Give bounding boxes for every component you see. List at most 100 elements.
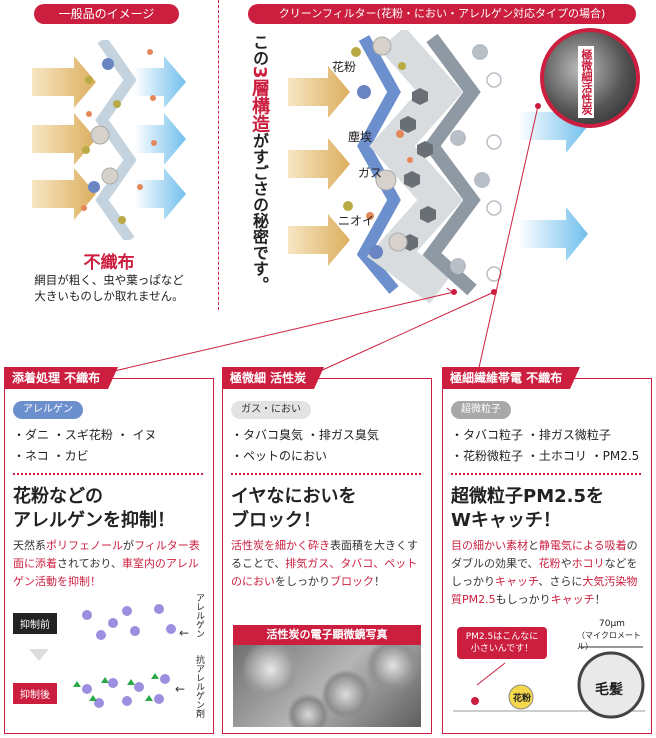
carbon-microscope-photo [233,645,421,727]
body-segment: ブロック [330,575,374,588]
body-segment: もしっかり [495,593,551,606]
particle-size-comparison [453,646,645,719]
virus-icon [88,58,114,193]
card-header: 添着処理 不織布 [4,367,119,389]
anti-allergen-label: 抗アレルゲン剤 [194,655,204,718]
card-tag: ガス・におい [231,401,311,419]
card-headline: 超微粒子PM2.5を Wキャッチ！ [451,486,604,531]
nonwoven-desc: 網目が粗く、虫や葉っぱなど 大きいものしか取れません。 [34,273,184,303]
body-segment: フィルター表面に添着 [13,539,200,570]
body-segment: と [528,539,539,552]
nonwoven-layer [95,40,137,240]
arrow-down-icon [29,649,49,661]
body-segment: キャッチ [550,593,595,606]
three-layer-filter [288,30,588,304]
size-sub-label: （マイクロメートル） [577,631,641,651]
card-header: 極細繊維帯電 不織布 [442,367,581,389]
dotted-divider [13,473,203,475]
filter-label-gas: ガス [358,166,383,180]
carbon-magnified-circle: 極微細活性炭 [540,28,640,128]
card-tag: アレルゲン [13,401,83,419]
pollen-icon [343,47,406,211]
body-segment: 目の細かい素材 [451,539,528,552]
pollen-circle [508,684,534,710]
inflow-arrow [288,66,350,118]
body-segment: をしっかり [275,575,330,588]
filter-label-dust: 塵埃 [348,130,373,144]
small-particle-icon [366,130,413,220]
card-bullets: ・ダニ ・スギ花粉 ・ イヌ ・ネコ ・カビ [13,428,157,463]
body-segment: が [123,539,134,552]
card-header: 極微細 活性炭 [222,367,325,389]
inflow-arrow [32,56,96,108]
svg-text:←: ← [179,626,189,640]
body-segment: 車室内のアレルゲン活動を抑制！ [13,557,199,588]
inflow-arrow [288,138,350,190]
right-panel-title: クリーンフィルター(花粉・におい・アレルゲン対応タイプの場合) [248,4,636,24]
after-label: 抑制後 [13,683,57,704]
outflow-arrow [134,168,186,220]
inflow-arrow [32,113,96,165]
body-segment: ホコリ [571,557,605,570]
body-segment: 花粉 [538,557,561,570]
card-body: 目の細かい素材と静電気による吸着のダブルの効果で、花粉やホコリなどをしっかりキャ… [451,537,647,609]
body-segment: などをしっかり [451,557,638,588]
minus-ion-icon [450,44,490,274]
body-segment: 天然系 [13,539,46,552]
filter-layer-charged [422,33,481,296]
vertical-caption: この3層構造がすごさの秘密です。 [249,34,270,293]
pollen-icon [82,76,126,224]
nonwoven-illustration [32,40,186,240]
anti-allergen-dot [82,674,170,708]
virus-icon [357,85,383,259]
card-body: 天然系ポリフェノールがフィルター表面に添着されており、車室内のアレルゲン活動を抑… [13,537,209,591]
body-segment: や [560,557,572,570]
outflow-arrow [134,113,186,165]
pm25-particle [471,697,479,705]
body-segment: 表面積を大きくすることで、 [231,539,418,570]
body-segment: されており、 [57,557,122,570]
photo-title: 活性炭の電子顕微鏡写真 [233,625,421,645]
body-segment: ！ [594,593,606,606]
body-segment: 、さらに [538,575,583,588]
card-headline: 花粉などの アレルゲンを抑制！ [13,486,175,531]
card-tag: 超微粒子 [451,401,511,419]
dotted-divider [451,473,641,475]
dotted-divider [231,473,421,475]
inflow-arrow [288,214,350,266]
allergen-dot [82,604,176,640]
card-activated-carbon: 極微細 活性炭 ガス・におい ・タバコ臭気 ・排ガス臭気 ・ペットのにおい イヤ… [222,367,432,734]
body-segment: 大気汚染物質PM2.5 [451,575,638,606]
pollen-label: 花粉 [513,694,532,704]
divider [218,0,219,310]
body-segment: キャッチ [495,575,539,588]
body-segment: のダブルの効果で、 [451,539,638,570]
card-bullets: ・タバコ粒子 ・排ガス微粒子 ・花粉微粒子 ・土ホコリ ・PM2.5 [451,428,640,463]
svg-text:←: ← [175,682,185,696]
hexagon-carbon-icon [400,88,436,251]
outflow-arrow [518,207,588,261]
body-segment: 排気ガス、タバコ、ペットのにおい [231,557,418,588]
hair-label: 毛髪 [595,682,623,698]
body-segment: 静電気による吸着 [539,539,627,552]
left-panel-title: 一般品のイメージ [34,4,179,24]
pm-bubble: PM2.5はこんなに 小さいんです！ [457,627,547,659]
filter-label-odor: ニオイ [338,214,375,228]
outflow-arrow [134,56,186,108]
size-label: 70μm [599,619,625,629]
nonwoven-name: 不織布 [83,253,135,273]
dust-icon [90,125,119,185]
hair-circle [577,651,645,719]
card-charged-fiber: 極細繊維帯電 不織布 超微粒子 ・タバコ粒子 ・排ガス微粒子 ・花粉微粒子 ・土… [442,367,652,734]
allergen-label: アレルゲン [194,593,204,638]
before-after-illustration: ← ← [29,604,189,708]
carbon-circle-label: 極微細活性炭 [578,46,594,118]
card-headline: イヤなにおいを ブロック！ [231,486,357,531]
plus-ion-icon [486,72,502,282]
dust-icon [372,36,408,252]
card-body: 活性炭を細かく砕き表面積を大きくすることで、排気ガス、タバコ、ペットのにおいをし… [231,537,427,591]
card-bullets: ・タバコ臭気 ・排ガス臭気 ・ペットのにおい [231,428,379,463]
body-segment: ！ [374,575,385,588]
filter-label-pollen: 花粉 [332,60,357,74]
inflow-arrow [32,168,96,220]
